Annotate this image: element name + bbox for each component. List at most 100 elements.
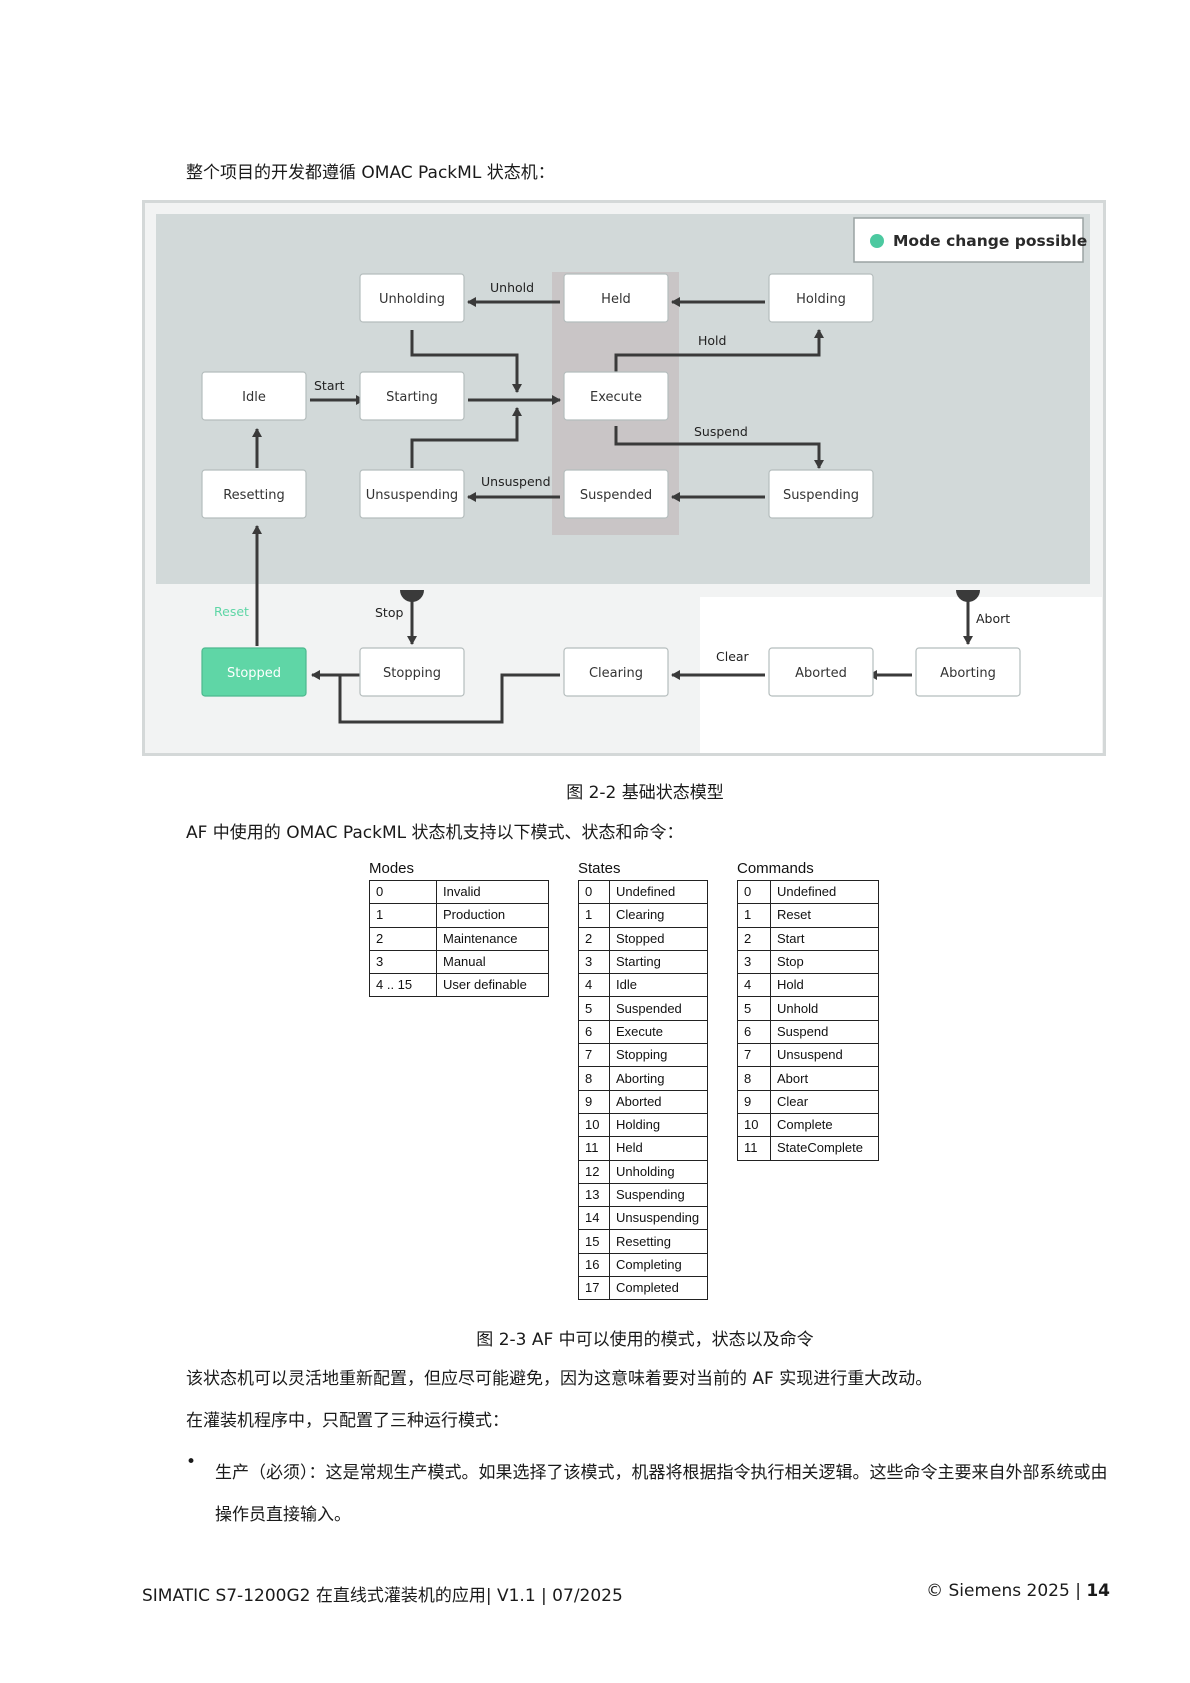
footer-copyright-text: © Siemens 2025 | — [926, 1581, 1087, 1601]
table-cell-name: Maintenance — [436, 926, 549, 951]
table-cell-id: 1 — [578, 903, 610, 928]
figure-caption-1: 图 2-2 基础状态模型 — [566, 783, 724, 803]
lead-paragraph: AF 中使用的 OMAC PackML 状态机支持以下模式、状态和命令： — [186, 823, 684, 843]
table-cell-name: Stopped — [609, 926, 708, 951]
state-aborting — [915, 647, 1021, 697]
state-resetting-label: Resetting — [223, 488, 285, 503]
table-cell-name: Hold — [770, 973, 879, 998]
cmd-suspend: Suspend — [694, 424, 748, 439]
table-cell-name: Complete — [770, 1112, 879, 1138]
table-cell-id: 7 — [578, 1043, 610, 1068]
state-starting — [359, 371, 465, 421]
table-cell-id: 4 — [737, 973, 771, 998]
table-cell-name: Clear — [770, 1089, 879, 1114]
state-clearing-label: Clearing — [589, 666, 643, 681]
table-cell-id: 11 — [578, 1136, 610, 1161]
state-stopped — [201, 647, 307, 697]
table-cell-id: 5 — [737, 996, 771, 1021]
state-unholding — [359, 273, 465, 323]
table-cell-id: 4 — [578, 973, 610, 998]
state-starting-label: Starting — [386, 390, 438, 405]
table-cell-name: Undefined — [609, 879, 708, 905]
table-cell-name: Completing — [609, 1252, 708, 1278]
bullet-dot: • — [186, 1452, 197, 1472]
state-stopping-label: Stopping — [383, 666, 441, 681]
abort-cap-icon — [956, 590, 980, 602]
state-idle-label: Idle — [242, 390, 266, 405]
cmd-hold: Hold — [698, 333, 726, 348]
legend-box — [853, 217, 1084, 263]
table-cell-id: 2 — [369, 926, 437, 951]
table-cell-name: Completed — [609, 1276, 708, 1301]
table-cell-id: 7 — [737, 1043, 771, 1068]
cmd-clear: Clear — [716, 649, 750, 664]
table-cell-name: Suspend — [770, 1019, 879, 1045]
state-unholding-label: Unholding — [379, 292, 445, 307]
page-number: 14 — [1086, 1581, 1110, 1601]
intro-text: 整个项目的开发都遵循 OMAC PackML 状态机： — [186, 163, 555, 183]
legend-label: Mode change possible — [893, 232, 1087, 250]
state-held-label: Held — [601, 292, 631, 307]
table-cell-id: 10 — [578, 1112, 610, 1138]
table-cell-id: 3 — [737, 949, 771, 975]
cmd-stop: Stop — [375, 605, 403, 620]
state-stopping — [359, 647, 465, 697]
table-cell-name: User definable — [436, 973, 549, 998]
cmd-unsuspend: Unsuspend — [481, 474, 551, 489]
modes-title: Modes — [369, 860, 415, 877]
commands-title: Commands — [737, 860, 814, 877]
table-cell-name: Held — [609, 1136, 708, 1161]
table-cell-id: 5 — [578, 996, 610, 1021]
figure-caption-2: 图 2-3 AF 中可以使用的模式，状态以及命令 — [476, 1330, 814, 1350]
state-held — [563, 273, 669, 323]
footer-copyright: © Siemens 2025 | 14 — [926, 1581, 1110, 1601]
table-cell-id: 2 — [578, 926, 610, 951]
table-cell-id: 0 — [737, 879, 771, 905]
table-cell-id: 8 — [578, 1066, 610, 1091]
paragraph-reconfig: 该状态机可以灵活地重新配置，但应尽可能避免，因为这意味着要对当前的 AF 实现进… — [186, 1369, 933, 1389]
table-cell-name: Start — [770, 926, 879, 951]
state-clearing — [563, 647, 669, 697]
state-suspended — [563, 469, 669, 519]
state-unsuspending-label: Unsuspending — [366, 488, 458, 503]
table-cell-id: 9 — [578, 1089, 610, 1114]
table-cell-id: 13 — [578, 1182, 610, 1208]
footer-doc-title: SIMATIC S7-1200G2 在直线式灌装机的应用| V1.1 | 07/… — [142, 1586, 623, 1606]
table-cell-id: 1 — [737, 903, 771, 928]
cmd-abort: Abort — [976, 611, 1010, 626]
table-cell-id: 3 — [369, 949, 437, 975]
table-cell-name: Aborted — [609, 1089, 708, 1114]
table-cell-id: 14 — [578, 1206, 610, 1231]
state-resetting — [201, 469, 307, 519]
table-cell-id: 16 — [578, 1252, 610, 1278]
state-holding-label: Holding — [796, 292, 846, 307]
table-cell-name: Production — [436, 903, 549, 928]
states-title: States — [578, 860, 621, 877]
table-cell-id: 0 — [578, 879, 610, 905]
state-unsuspending — [359, 469, 465, 519]
table-cell-name: Unsuspending — [609, 1206, 708, 1231]
cmd-start: Start — [314, 378, 345, 393]
state-suspended-label: Suspended — [580, 488, 652, 503]
